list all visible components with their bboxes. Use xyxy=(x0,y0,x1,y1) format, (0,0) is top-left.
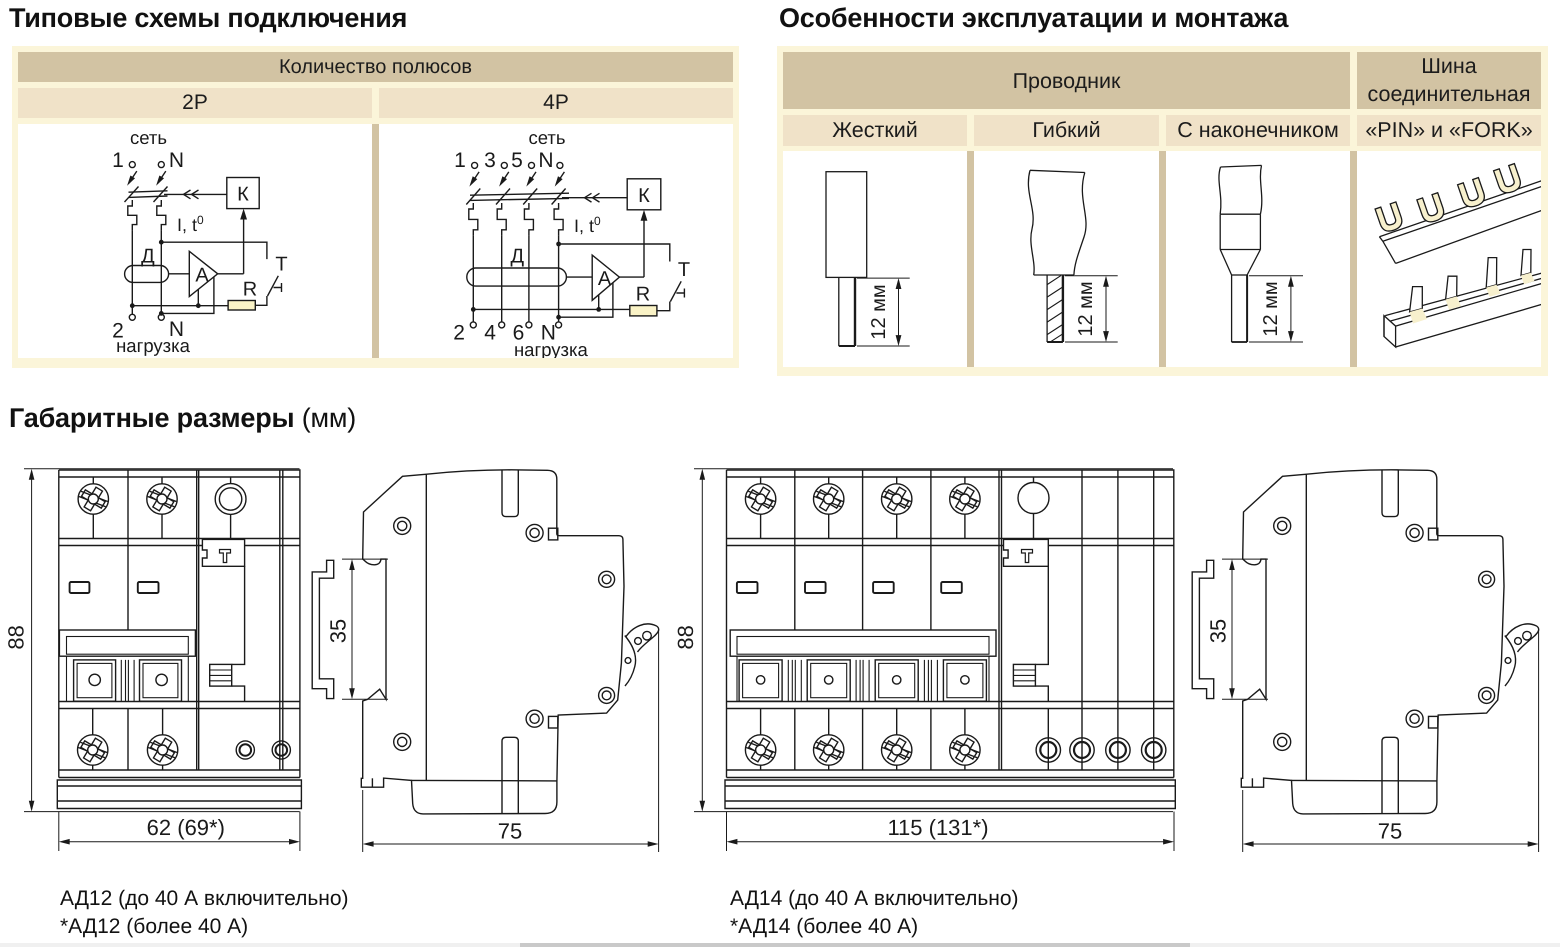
svg-text:2: 2 xyxy=(112,320,124,343)
svg-text:62 (69*): 62 (69*) xyxy=(147,815,225,840)
svg-text:А: А xyxy=(598,268,612,290)
svg-text:N: N xyxy=(169,149,184,172)
svg-text:N: N xyxy=(538,149,553,172)
svg-text:R: R xyxy=(243,279,257,301)
svg-text:К: К xyxy=(638,185,650,207)
svg-text:Д: Д xyxy=(511,245,525,267)
svg-text:Д: Д xyxy=(141,246,155,268)
svg-text:6: 6 xyxy=(513,322,525,345)
svg-text:12 мм: 12 мм xyxy=(1260,281,1282,336)
svg-text:А: А xyxy=(195,265,209,287)
svg-text:нагрузка: нагрузка xyxy=(514,339,589,358)
svg-text:1: 1 xyxy=(112,149,124,172)
svg-text:1: 1 xyxy=(454,149,466,172)
svg-text:Т: Т xyxy=(275,254,287,276)
svg-text:12 мм: 12 мм xyxy=(868,284,890,339)
svg-text:R: R xyxy=(636,284,650,306)
svg-text:115 (131*): 115 (131*) xyxy=(887,815,988,840)
svg-text:N: N xyxy=(541,322,556,345)
svg-text:сеть: сеть xyxy=(528,127,565,148)
svg-text:N: N xyxy=(169,318,184,341)
svg-text:I, t0: I, t0 xyxy=(574,214,601,236)
svg-text:Т: Т xyxy=(678,259,690,281)
svg-text:нагрузка: нагрузка xyxy=(116,335,191,356)
svg-text:К: К xyxy=(237,184,249,206)
svg-text:4: 4 xyxy=(484,322,496,345)
svg-text:88: 88 xyxy=(4,625,29,649)
svg-text:сеть: сеть xyxy=(130,127,167,148)
svg-text:2: 2 xyxy=(453,322,465,345)
svg-text:3: 3 xyxy=(484,149,496,172)
svg-text:12 мм: 12 мм xyxy=(1075,281,1097,336)
svg-text:5: 5 xyxy=(511,149,523,172)
svg-text:88: 88 xyxy=(673,625,698,649)
svg-text:I, t0: I, t0 xyxy=(177,213,204,235)
